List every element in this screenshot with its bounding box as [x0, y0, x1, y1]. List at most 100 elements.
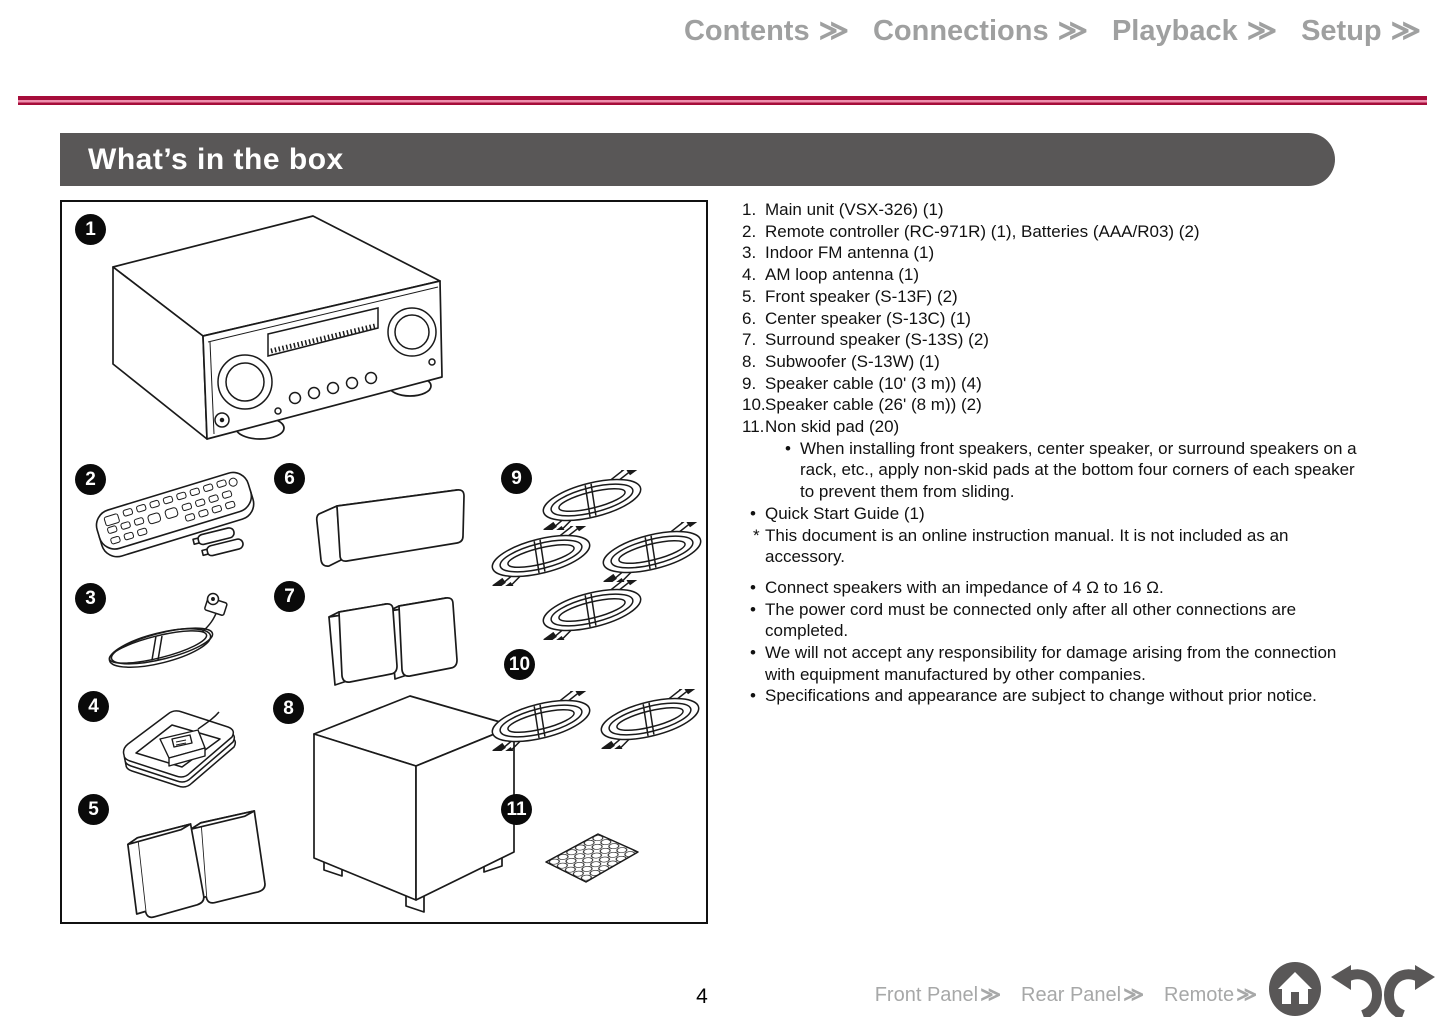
- list-item-text: Speaker cable (26' (8 m)) (2): [765, 395, 982, 415]
- list-item-text: Remote controller (RC-971R) (1), Batteri…: [765, 221, 1200, 241]
- whats-in-box-figure: 1 2 3 4 5 6 7 8 9 10 11: [60, 200, 708, 924]
- remote-controller-illustration: [95, 471, 255, 558]
- speaker-cable-long-illustration: [486, 691, 596, 751]
- fm-antenna-illustration: [108, 592, 228, 668]
- speaker-cable-illustration: [537, 580, 647, 640]
- list-item-number: 7.: [742, 330, 757, 350]
- list-item: 11.Non skid pad (20): [742, 416, 1392, 438]
- list-item-text: Surround speaker (S-13S) (2): [765, 330, 989, 350]
- item-badge-2: 2: [75, 464, 106, 495]
- subwoofer-illustration: [313, 695, 515, 913]
- chevron-right-icon: ≫: [980, 984, 1002, 1006]
- list-item: 1. Main unit (VSX-326) (1): [742, 199, 1392, 221]
- top-navigation: Contents ≫ Connections ≫ Playback ≫ Setu…: [684, 13, 1421, 48]
- list-item-number: 2.: [742, 221, 757, 241]
- list-item: 6. Center speaker (S-13C) (1): [742, 308, 1392, 330]
- footer-link-front-panel[interactable]: Front Panel ≫: [874, 984, 1002, 1006]
- list-item-number: 3.: [742, 243, 757, 263]
- chevron-right-icon: ≫: [1246, 15, 1278, 47]
- list-item-text: Main unit (VSX-326) (1): [765, 200, 944, 219]
- page-number: 4: [696, 985, 708, 1008]
- list-item-number: 9.: [742, 373, 757, 393]
- nav-connections[interactable]: Connections ≫: [873, 13, 1088, 48]
- item-badge-11: 11: [501, 794, 532, 825]
- list-item-text: Subwoofer (S-13W) (1): [765, 351, 940, 371]
- list-item-number: 8.: [742, 351, 757, 371]
- list-item-number: 10.: [742, 395, 766, 415]
- list-item-text: Front speaker (S-13F) (2): [765, 286, 958, 306]
- accessory-list-panel: 1. Main unit (VSX-326) (1) 2. Remote contr…: [742, 199, 1392, 707]
- speaker-cable-illustration: [486, 526, 596, 586]
- item-badge-6: 6: [274, 463, 305, 494]
- am-loop-antenna-illustration: [122, 710, 237, 788]
- bullet: •: [750, 503, 756, 523]
- item-badge-8: 8: [273, 693, 304, 724]
- footer-navigation: Front Panel ≫ Rear Panel ≫ Remote ≫: [875, 982, 1257, 1007]
- asterisk: *: [753, 525, 760, 545]
- nav-connections-label: Connections: [872, 15, 1049, 47]
- list-item-text: AM loop antenna (1): [765, 265, 920, 285]
- footer-toolbar: [1269, 962, 1435, 1017]
- item-badge-4: 4: [78, 691, 109, 722]
- home-button[interactable]: [1269, 962, 1321, 1016]
- list-item: 10.Speaker cable (26' (8 m)) (2): [742, 394, 1392, 416]
- caution-item: •Specifications and appearance are subje…: [750, 686, 1317, 706]
- undo-arrow-button[interactable]: [1331, 965, 1383, 1017]
- list-item: 5. Front speaker (S-13F) (2): [742, 286, 1392, 308]
- list-item: 2. Remote controller (RC-971R) (1), Batte…: [742, 221, 1392, 243]
- speaker-cable-long-illustration: [595, 689, 705, 749]
- list-item-number: 1.: [742, 200, 757, 219]
- nav-setup[interactable]: Setup ≫: [1301, 13, 1421, 48]
- item-badge-5: 5: [78, 794, 109, 825]
- list-item: 7. Surround speaker (S-13S) (2): [742, 329, 1392, 351]
- redo-arrow-button[interactable]: [1383, 965, 1435, 1017]
- list-item-number: 4.: [742, 265, 757, 285]
- item-badge-9: 9: [501, 463, 532, 494]
- item-badge-10: 10: [504, 649, 535, 680]
- front-speakers-illustration: [127, 810, 266, 919]
- bullet: •: [750, 643, 756, 663]
- item-badge-1: 1: [75, 214, 106, 245]
- list-item-number: 5.: [742, 286, 757, 306]
- bullet: •: [750, 577, 756, 597]
- bullet: •: [750, 599, 756, 619]
- list-item: 4. AM loop antenna (1): [742, 264, 1392, 286]
- nav-playback-label: Playback: [1111, 15, 1238, 47]
- list-item-number: 6.: [742, 308, 757, 328]
- nav-contents[interactable]: Contents ≫: [684, 13, 849, 48]
- page-title: What’s in the box: [88, 142, 344, 176]
- main-unit-illustration: [112, 215, 443, 440]
- list-item: 8. Subwoofer (S-13W) (1): [742, 351, 1392, 373]
- section-title-bar: What’s in the box: [60, 133, 1335, 186]
- chevron-right-icon: ≫: [1057, 15, 1088, 47]
- footer-link-rear-panel[interactable]: Rear Panel ≫: [1021, 984, 1145, 1006]
- footer-link-remote[interactable]: Remote ≫: [1164, 984, 1257, 1006]
- item-badge-7: 7: [274, 581, 305, 612]
- bullet: •: [750, 686, 756, 706]
- caution-item: •We will not accept any responsibility f…: [750, 643, 1337, 684]
- quick-start-guide-item: •Quick Start Guide (1): [750, 503, 925, 523]
- speaker-cable-illustration: [537, 470, 647, 530]
- list-item: 3. Indoor FM antenna (1): [742, 242, 1392, 264]
- bullet: •: [785, 438, 791, 458]
- non-skid-pad-illustration: [545, 833, 639, 883]
- list-item: 9. Speaker cable (10' (3 m)) (4): [742, 373, 1392, 395]
- list-item-text: Center speaker (S-13C) (1): [765, 308, 971, 328]
- chevron-right-icon: ≫: [1123, 984, 1145, 1006]
- online-manual-note: *This document is an online instruction …: [753, 525, 1289, 567]
- list-item-text: Non skid pad (20): [765, 417, 900, 437]
- caution-item: •The power cord must be connected only a…: [750, 599, 1297, 641]
- nav-contents-label: Contents: [683, 15, 810, 47]
- list-item-text: Speaker cable (10' (3 m)) (4): [765, 373, 982, 393]
- surround-speakers-illustration: [328, 597, 458, 686]
- non-skid-pad-note: •When installing front speakers, center …: [785, 438, 1357, 502]
- list-item-text: Indoor FM antenna (1): [765, 243, 935, 263]
- list-item-number: 11.: [742, 417, 765, 437]
- chevron-right-icon: ≫: [1236, 984, 1257, 1006]
- caution-item: •Connect speakers with an impedance of 4…: [750, 577, 1164, 597]
- nav-playback[interactable]: Playback ≫: [1112, 13, 1277, 48]
- item-badge-3: 3: [75, 583, 106, 614]
- speaker-cable-illustration: [597, 522, 707, 582]
- nav-setup-label: Setup: [1301, 15, 1382, 47]
